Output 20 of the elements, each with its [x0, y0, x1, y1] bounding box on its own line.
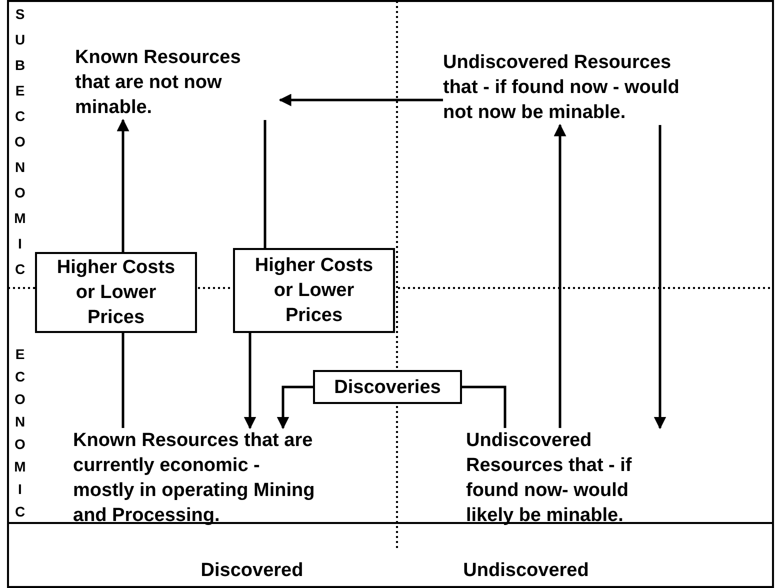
process-box: Higher Costs or Lower Prices	[35, 252, 197, 333]
connector-line	[462, 386, 506, 428]
arrow	[276, 386, 313, 430]
arrow	[554, 124, 566, 428]
quadrant-text: Known Resources that are not now minable.	[75, 46, 242, 120]
arrow	[278, 94, 443, 106]
quadrant-text: Undiscovered Resources that - if found now - would not now be minable.	[443, 51, 680, 125]
arrow	[654, 125, 666, 430]
quadrant-text: Undiscovered Resources that - if found now- would likely be minable.	[466, 429, 633, 528]
process-box: Higher Costs or Lower Prices	[233, 248, 395, 333]
quadrant-text: Known Resources that are currently economic - mostly in operating Mining and Processing.	[73, 429, 316, 528]
process-box: Discoveries	[313, 370, 462, 404]
axis-label: SUBECONOMIC	[12, 6, 28, 286]
arrow	[116, 118, 130, 252]
axis-label: ECONOMIC	[12, 346, 28, 526]
arrow	[244, 333, 256, 430]
column-label: Undiscovered	[462, 560, 590, 582]
column-label: Discovered	[200, 560, 304, 582]
connector-line	[122, 333, 124, 428]
connector-line	[264, 120, 266, 248]
